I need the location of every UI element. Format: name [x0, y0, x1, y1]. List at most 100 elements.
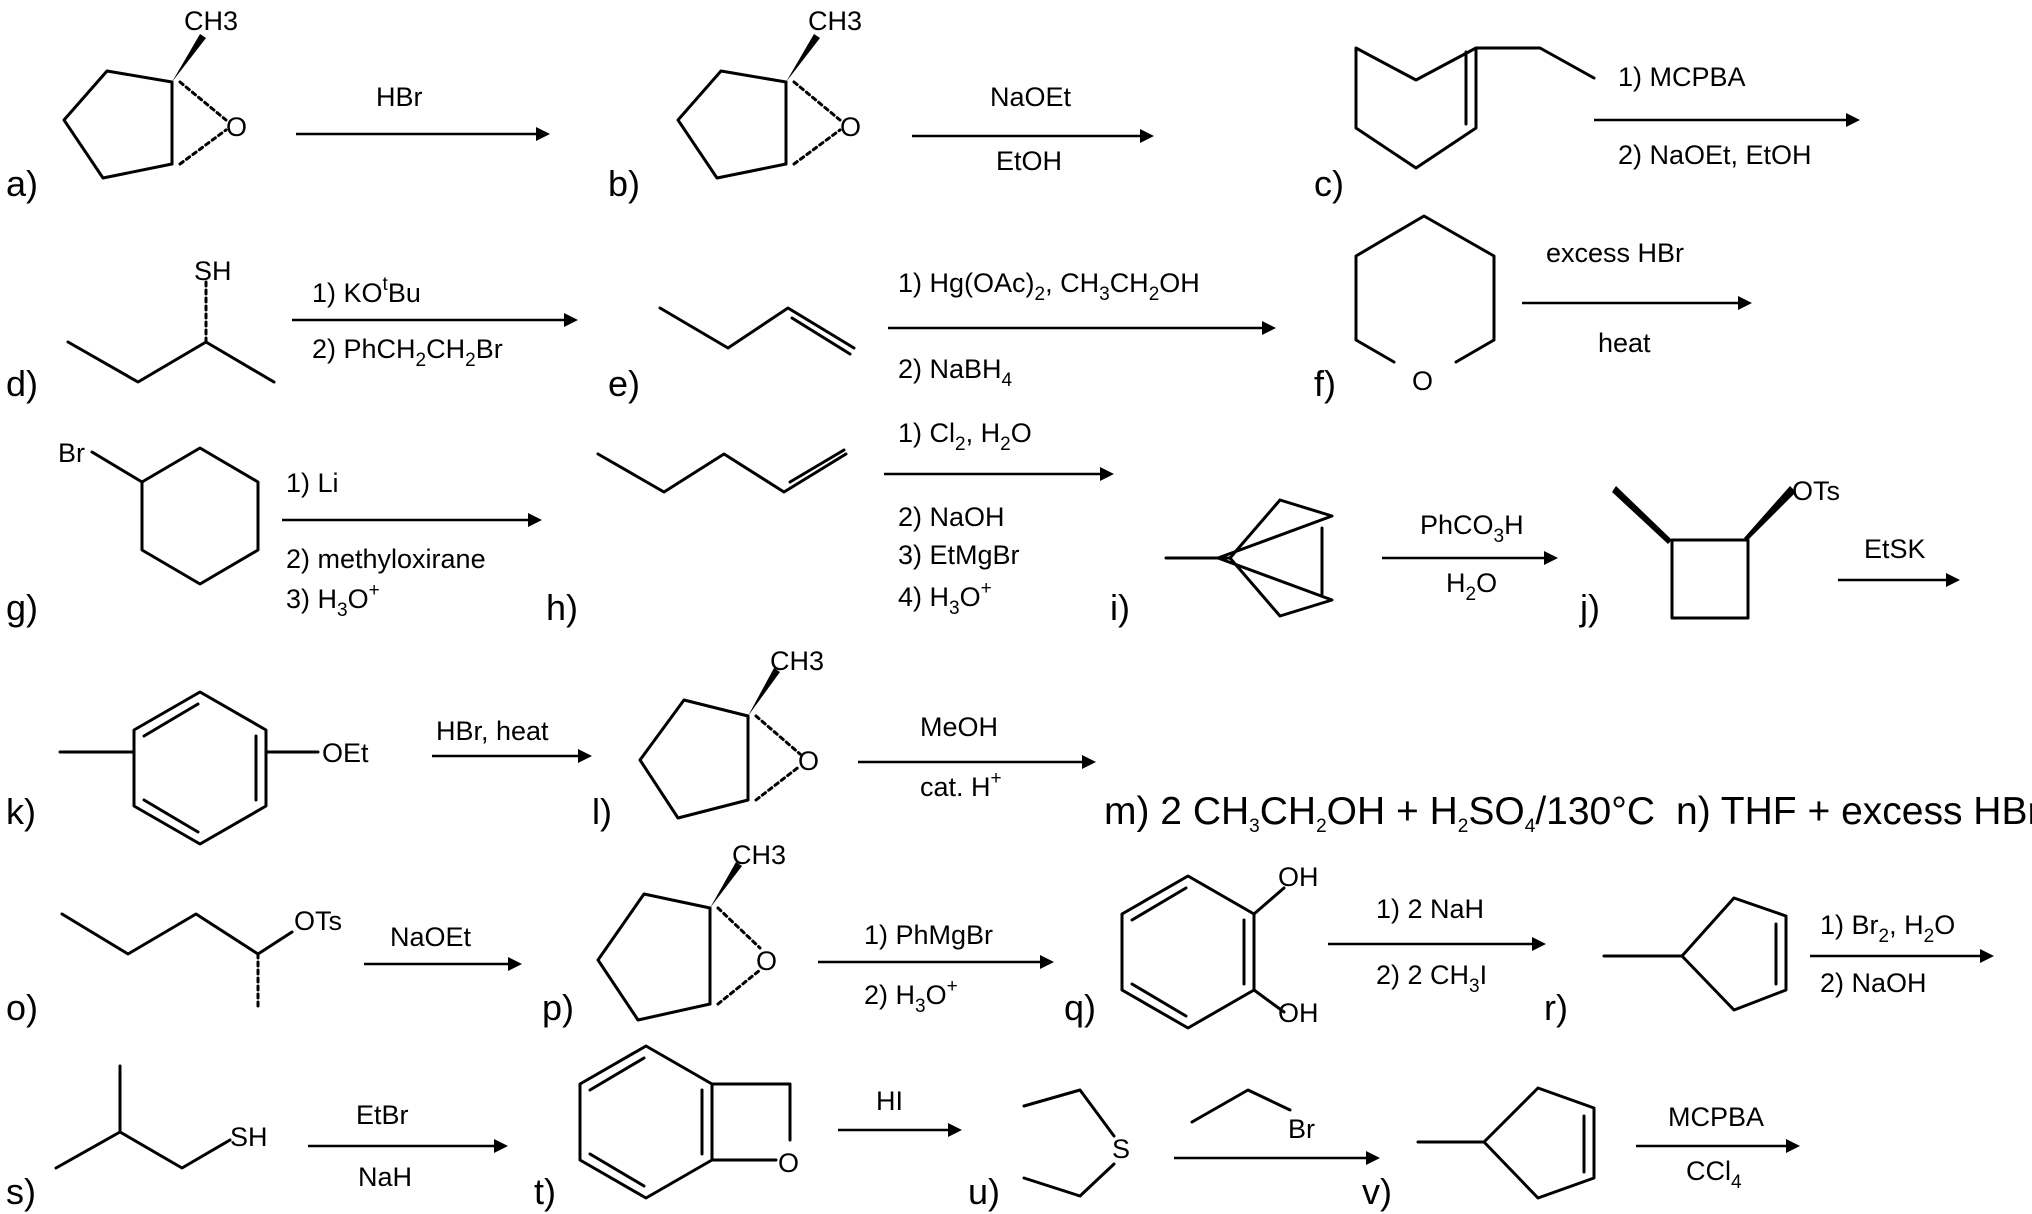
thiol-structure: SH	[66, 256, 276, 384]
reagent-line: 1) Hg(OAc)2, CH3CH2OH	[898, 268, 1200, 305]
reagent-line: 2) NaOH	[1820, 968, 1927, 998]
problem-n-text: n) THF + excess HBr	[1676, 790, 2032, 833]
methylcyclopentene-structure	[1164, 498, 1334, 618]
thiol-label: SH	[194, 256, 232, 286]
oxygen-label: O	[1412, 366, 1433, 396]
reagent-line: EtSK	[1864, 534, 1926, 564]
oxygen-label: O	[226, 112, 247, 142]
problem-v: v) MCPBA CCl4	[1362, 1086, 1800, 1212]
reagent-line: 1) Li	[286, 468, 339, 498]
reagent-line: NaOEt	[990, 82, 1072, 112]
reagent-line: H2O	[1446, 568, 1497, 605]
reagent-line: 4) H3O+	[898, 578, 992, 619]
cyclobutyl-tosylate-structure: OTs	[1612, 476, 1840, 620]
reagent-line: HI	[876, 1086, 903, 1116]
problem-label: r)	[1544, 987, 1568, 1028]
ethyl-bromide-structure: Br	[1190, 1088, 1315, 1144]
problem-label: v)	[1362, 1171, 1392, 1212]
reagent-line: 3) EtMgBr	[898, 540, 1020, 570]
problem-i: i) PhCO3H H2O	[1110, 498, 1558, 628]
reagent-line: cat. H+	[920, 768, 1002, 802]
arrow-head	[508, 957, 522, 971]
problem-p: p) CH3 O 1) PhMgBr 2) H3O+	[542, 840, 1054, 1028]
problem-m-text: m) 2 CH3CH2OH + H2SO4/130°C	[1104, 790, 1655, 837]
bromocyclohexane-structure: Br	[58, 438, 260, 586]
arrow-head	[494, 1139, 508, 1153]
problem-label: o)	[6, 987, 38, 1028]
reagent-line: heat	[1598, 328, 1651, 358]
problem-f: f) O excess HBr heat	[1314, 214, 1752, 404]
methyl-label: CH3	[732, 840, 786, 870]
arrow-head	[564, 313, 578, 327]
problem-label: t)	[534, 1171, 556, 1212]
reagent-line: excess HBr	[1546, 238, 1684, 268]
problem-j: j) OTs EtSK	[1579, 476, 1960, 628]
reagent-line: NaOEt	[390, 922, 472, 952]
arrow-head	[1140, 129, 1154, 143]
problem-o: o) OTs NaOEt	[6, 906, 522, 1028]
oxygen-label: O	[778, 1148, 799, 1178]
problem-q: q) OH OH 1) 2 NaH 2) 2 CH3I	[1064, 862, 1546, 1030]
problem-label: h)	[546, 587, 578, 628]
problem-d: d) SH 1) KOtBu 2) PhCH2CH2Br	[6, 256, 578, 404]
arrow-head	[1980, 949, 1994, 963]
reagent-line: MeOH	[920, 712, 998, 742]
reagent-line: NaH	[358, 1162, 412, 1192]
reagent-line: 2) NaOH	[898, 502, 1005, 532]
bromine-label: Br	[58, 438, 85, 468]
arrow-head	[1366, 1151, 1380, 1165]
reagent-line: EtBr	[356, 1100, 409, 1130]
problem-label: b)	[608, 163, 640, 204]
reagent-line: 3) H3O+	[286, 580, 380, 621]
problem-label: k)	[6, 791, 36, 832]
oxygen-label: O	[840, 112, 861, 142]
methyl-label: CH3	[770, 646, 824, 676]
diethyl-sulfide-structure: S	[1022, 1088, 1130, 1198]
pentene-structure	[596, 448, 848, 494]
problem-label: p)	[542, 987, 574, 1028]
reagent-line: 1) Cl2, H2O	[898, 418, 1032, 455]
problem-label: g)	[6, 587, 38, 628]
alkyl-tosylate-structure: OTs	[60, 906, 342, 1010]
problem-label: s)	[6, 1171, 36, 1212]
problem-r: r) 1) Br2, H2O 2) NaOH	[1544, 896, 1994, 1028]
methyl-label: CH3	[808, 6, 862, 36]
problem-label: l)	[592, 791, 612, 832]
tosylate-label: OTs	[294, 906, 342, 936]
problem-t: t) O HI	[534, 1044, 962, 1212]
problem-e: e) 1) Hg(OAc)2, CH3CH2OH 2) NaBH4	[608, 268, 1276, 404]
reagent-line: 2) H3O+	[864, 976, 958, 1017]
reagent-line: 1) Br2, H2O	[1820, 910, 1955, 947]
problem-u: u) S Br	[968, 1088, 1380, 1212]
problem-c: c) 1) MCPBA 2) NaOEt, EtOH	[1314, 46, 1860, 204]
problem-label: f)	[1314, 363, 1336, 404]
reagent-line: 1) KOtBu	[312, 274, 421, 308]
problem-label: u)	[968, 1171, 1000, 1212]
arrow-head	[1040, 955, 1054, 969]
reagent-line: HBr	[376, 82, 423, 112]
arrow-head	[1262, 321, 1276, 335]
reagent-line: 2) PhCH2CH2Br	[312, 334, 503, 371]
thiol-label: SH	[230, 1122, 268, 1152]
problem-k: k) OEt HBr, heat	[6, 690, 592, 846]
problem-label: i)	[1110, 587, 1130, 628]
reagent-line: 1) MCPBA	[1618, 62, 1746, 92]
problem-label: e)	[608, 363, 640, 404]
reagent-line: 2) NaBH4	[898, 354, 1013, 391]
problem-a: a) CH3 O HBr	[6, 6, 550, 204]
reagent-line: EtOH	[996, 146, 1062, 176]
oxygen-label: O	[798, 746, 819, 776]
problem-label: c)	[1314, 163, 1344, 204]
problem-s: s) SH EtBr NaH	[6, 1064, 508, 1212]
reagent-line: CCl4	[1686, 1156, 1742, 1193]
tosylate-label: OTs	[1792, 476, 1840, 506]
thiol-structure: SH	[54, 1064, 268, 1170]
arrow-head	[1786, 1139, 1800, 1153]
arrow-head	[578, 749, 592, 763]
arrow-head	[1100, 467, 1114, 481]
reagent-line: 2) 2 CH3I	[1376, 960, 1487, 997]
reagent-line: MCPBA	[1668, 1102, 1764, 1132]
arrow-head	[948, 1123, 962, 1137]
